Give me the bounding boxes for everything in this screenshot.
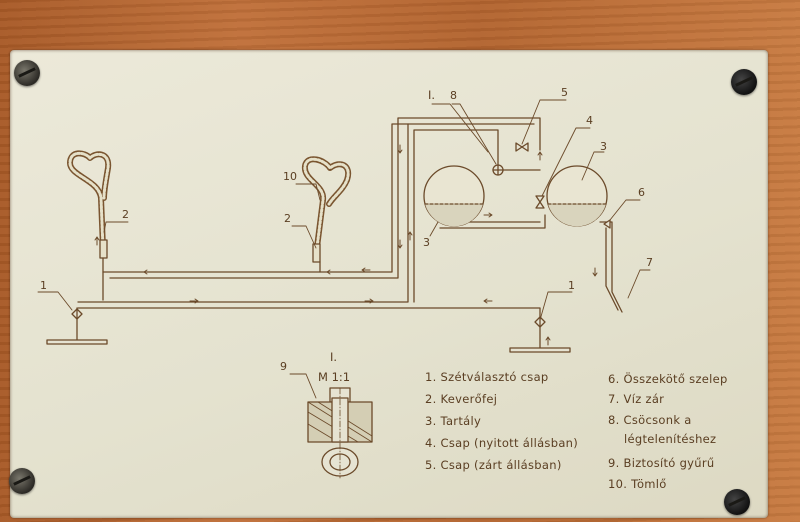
callout-1-left: 1 xyxy=(40,279,47,292)
flow-arrows xyxy=(94,144,598,346)
legend-item-1: 1. Szétválasztó csap xyxy=(425,370,549,384)
callout-7: 7 xyxy=(646,256,653,269)
callout-8: 8 xyxy=(450,89,457,102)
hose-left xyxy=(67,150,112,301)
callout-1-right: 1 xyxy=(568,279,575,292)
callout-labels: I. 1 1 2 2 3 3 4 5 6 7 8 9 10 xyxy=(40,86,653,373)
screw-bottom-left xyxy=(9,468,35,494)
hose-middle xyxy=(301,156,352,263)
section-scale: M 1:1 xyxy=(318,370,350,384)
tank-left xyxy=(423,165,485,227)
legend-item-6: 6. Összekötő szelep xyxy=(608,372,728,386)
diagram-plate xyxy=(10,50,768,518)
tank-right xyxy=(546,165,608,227)
callout-9: 9 xyxy=(280,360,287,373)
legend-item-8: 8. Csöcsonk a xyxy=(608,413,692,427)
legend-item-2: 2. Keverőfej xyxy=(425,392,498,406)
screw-bottom-right xyxy=(724,489,750,515)
callout-marker-I: I. xyxy=(428,88,435,102)
legend-item-7: 7. Víz zár xyxy=(608,392,665,406)
legend-item-9: 9. Biztosító gyűrű xyxy=(608,456,715,470)
screw-top-right xyxy=(731,69,757,95)
leader-lines xyxy=(37,99,651,321)
pipe-network xyxy=(77,117,623,319)
section-marker: I. xyxy=(330,350,337,364)
legend-item-5: 5. Csap (zárt állásban) xyxy=(425,458,562,472)
callout-3-left: 3 xyxy=(423,236,430,249)
tap-bases xyxy=(46,307,571,353)
callout-5: 5 xyxy=(561,86,568,99)
section-detail: I. M 1:1 xyxy=(289,350,373,479)
legend-item-8-cont: légtelenítéshez xyxy=(624,432,717,446)
callout-2-middle: 2 xyxy=(284,212,291,225)
legend-item-4: 4. Csap (nyitott állásban) xyxy=(425,436,579,450)
callout-4: 4 xyxy=(586,114,593,127)
screw-top-left xyxy=(14,60,40,86)
callout-2-left: 2 xyxy=(122,208,129,221)
legend-item-10: 10. Tömlő xyxy=(608,477,667,491)
callout-3-right: 3 xyxy=(600,140,607,153)
callout-10: 10 xyxy=(283,170,297,183)
callout-6: 6 xyxy=(638,186,645,199)
legend-item-3: 3. Tartály xyxy=(425,414,482,428)
